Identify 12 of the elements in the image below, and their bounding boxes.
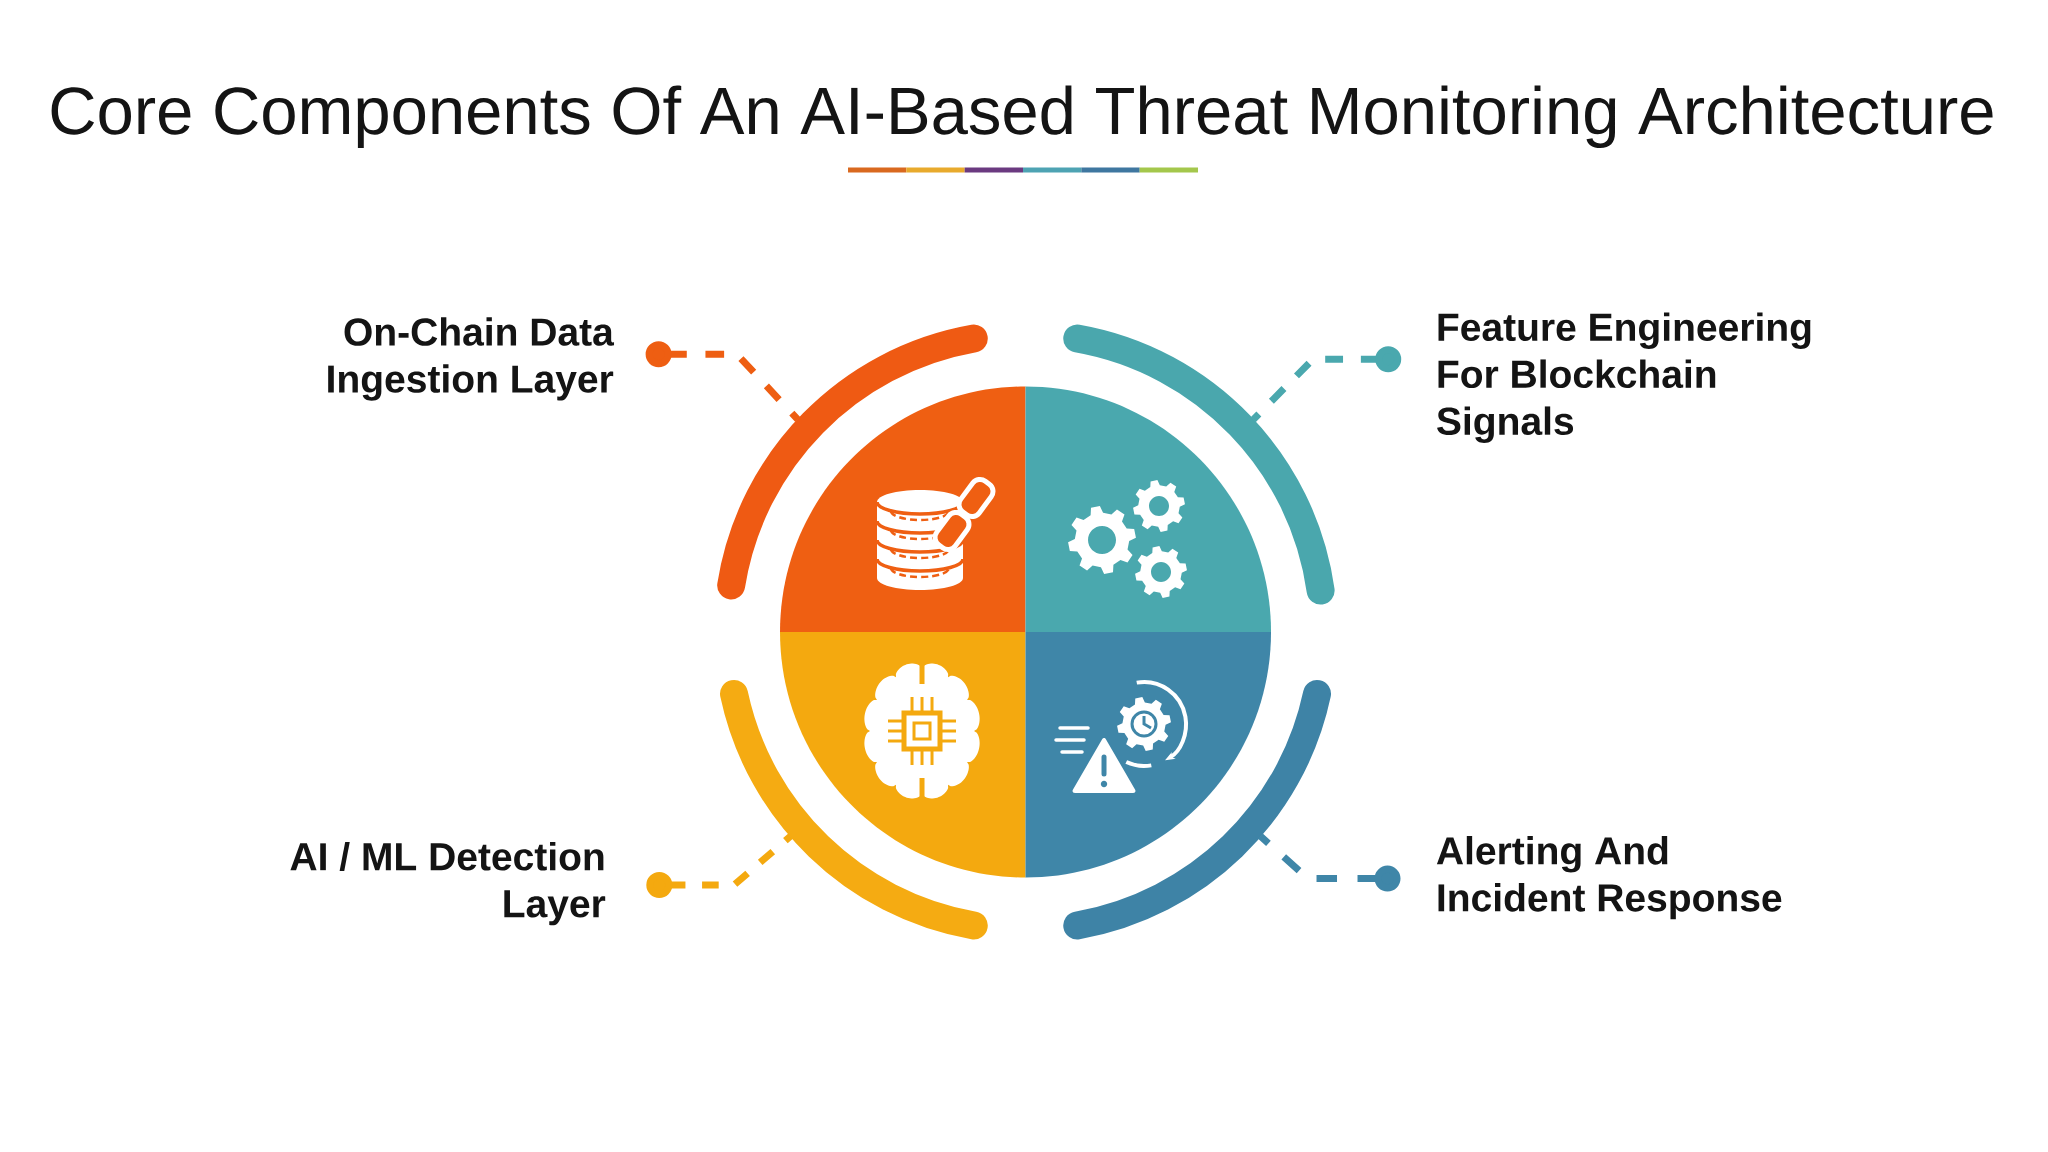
title: Core Components Of An AI-Based Threat Monitoring Architecture <box>51 85 1993 148</box>
leader-line <box>645 341 801 423</box>
component-label: Feature Engineering For Blockchain Signals <box>1437 312 1811 443</box>
leader-line <box>1258 833 1401 892</box>
arc <box>1063 679 1331 940</box>
arc <box>720 679 988 940</box>
component-label: AI / ML Detection Layer <box>290 841 606 926</box>
arc <box>717 324 988 600</box>
component-label: Alerting And Incident Response <box>1436 836 1782 920</box>
component-label: On-Chain Data Ingestion Layer <box>328 317 615 401</box>
leader-line <box>646 833 793 898</box>
arc <box>1063 324 1335 605</box>
